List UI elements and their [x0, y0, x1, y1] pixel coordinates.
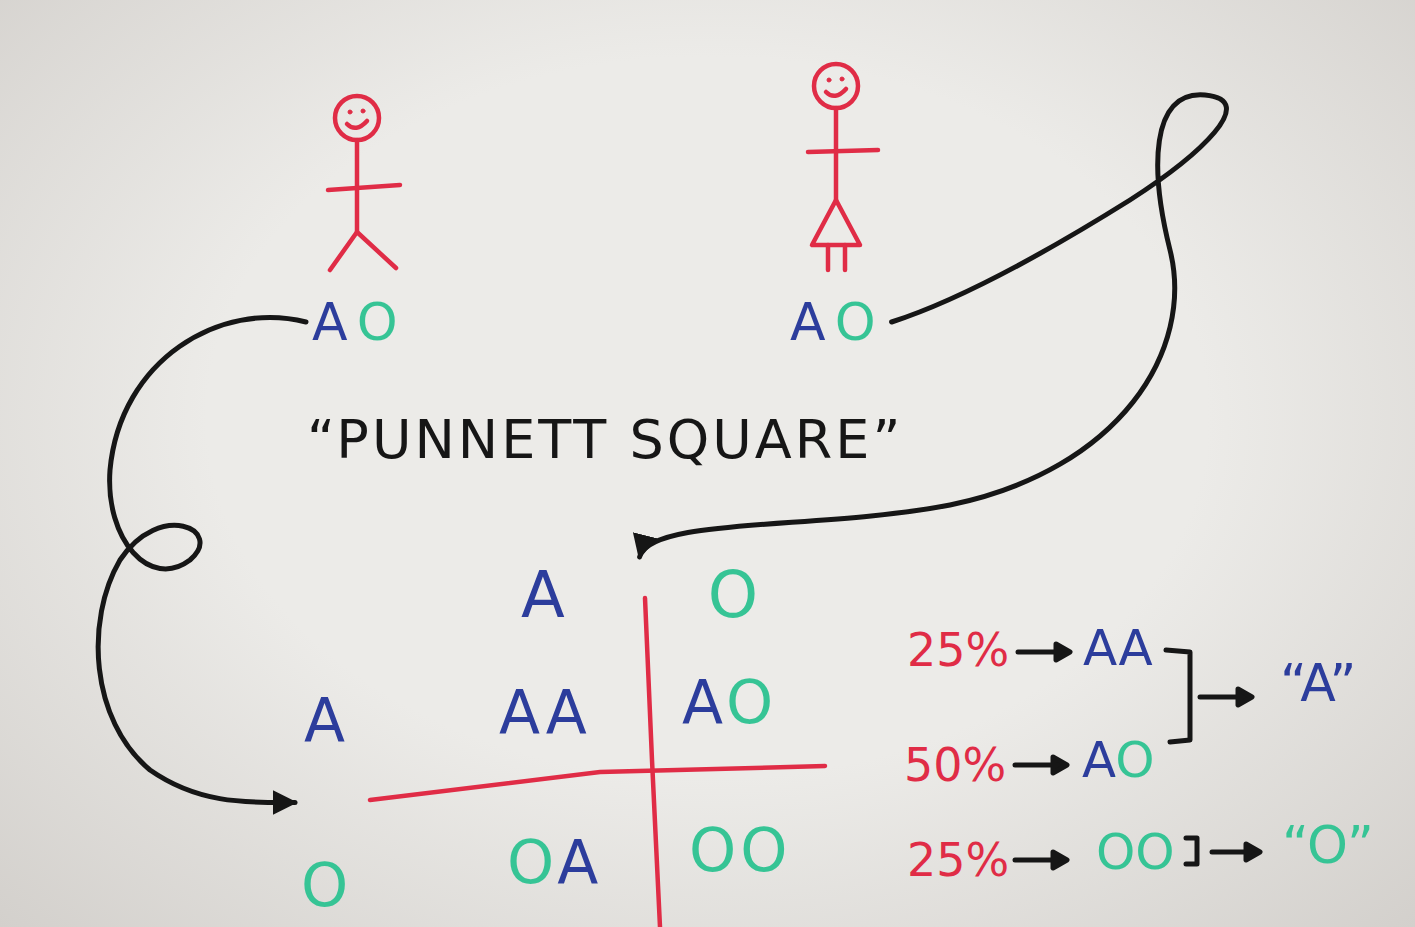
grid-line — [645, 598, 660, 927]
percentage: 50% — [904, 742, 1006, 788]
small-arrow — [1015, 763, 1055, 768]
offspring-cell-box: OO — [687, 818, 793, 882]
genotype-result: OO — [1096, 827, 1175, 877]
male-figure — [328, 96, 400, 270]
genotype-label: AO — [784, 290, 892, 354]
small-arrow — [1018, 650, 1058, 655]
genotype-result: AA — [1083, 623, 1153, 673]
small-arrow — [1015, 858, 1055, 863]
arrowhead — [1238, 689, 1252, 705]
eye — [840, 77, 844, 81]
bracket — [1166, 650, 1190, 742]
percentage-box: 25% — [905, 625, 1011, 675]
arrowhead — [1056, 644, 1070, 660]
small-arrow — [1200, 695, 1240, 700]
arms — [808, 150, 878, 152]
arrowhead — [1246, 844, 1260, 860]
dress — [812, 200, 860, 245]
genotype-result-box: OO — [1094, 825, 1177, 879]
column-headers: AO — [515, 557, 764, 633]
inheritance-arrow — [98, 317, 306, 802]
inheritance-arrow — [640, 95, 1227, 557]
node-text: A — [304, 690, 345, 750]
offspring-cell: AA — [499, 682, 591, 742]
offspring-cell: OA — [507, 832, 602, 892]
phenotype-result-box: “A” — [1278, 655, 1358, 711]
legs — [828, 245, 845, 270]
genotype-result-box: AA — [1081, 621, 1155, 675]
grid-line — [370, 766, 825, 800]
genotype-result-box: AO — [1080, 733, 1157, 787]
node-text: A — [521, 563, 565, 627]
node-text: O — [301, 855, 348, 915]
genotype-label: AO — [306, 290, 414, 354]
diagram-title: “PUNNETT SQUARE” — [307, 413, 903, 467]
head — [335, 96, 379, 140]
row-headers: AO — [295, 684, 354, 921]
eye — [827, 78, 831, 82]
offspring-cell-box: AA — [497, 680, 593, 744]
arrowhead — [1053, 852, 1067, 868]
percentage: 25% — [907, 837, 1009, 883]
genotype-result: AO — [1082, 735, 1155, 785]
phenotype-result: “O” — [1282, 819, 1374, 871]
percentage-box: 25% — [905, 835, 1011, 885]
percentage: 25% — [907, 627, 1009, 673]
female-figure — [808, 64, 878, 270]
offspring-cell-box: AO — [680, 670, 779, 734]
smile — [826, 89, 846, 96]
eye — [361, 109, 365, 113]
legs — [330, 232, 396, 270]
eye — [348, 110, 352, 114]
node-text: AO — [312, 296, 408, 348]
title-box: “PUNNETT SQUARE” — [305, 411, 905, 469]
percentage-box: 50% — [902, 740, 1008, 790]
small-arrow — [1212, 850, 1248, 855]
phenotype-result: “A” — [1280, 657, 1356, 709]
offspring-cell: OO — [689, 820, 791, 880]
offspring-cell: AO — [682, 672, 777, 732]
offspring-cell-box: OA — [505, 830, 604, 894]
head — [814, 64, 858, 108]
smile — [347, 121, 367, 128]
node-text: AO — [790, 296, 886, 348]
phenotype-result-box: “O” — [1280, 817, 1376, 873]
arrowhead — [1053, 757, 1067, 773]
punnett-grid — [370, 598, 825, 927]
arms — [328, 185, 400, 190]
bracket — [1186, 838, 1197, 864]
body — [834, 108, 839, 203]
node-text: O — [708, 563, 758, 627]
